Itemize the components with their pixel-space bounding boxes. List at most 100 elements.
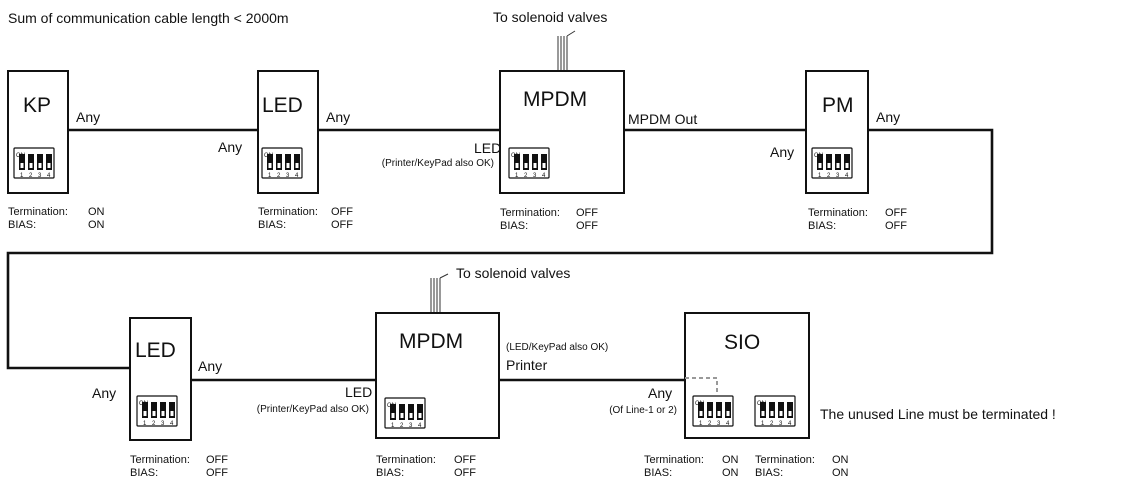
mpdm-port-right: MPDM Out — [628, 111, 697, 127]
dip-switch-line-2[interactable]: ON1234 — [754, 395, 796, 427]
dip-number-label: 1 — [818, 173, 822, 179]
dip-number-label: 3 — [161, 421, 165, 427]
mpdm-module-1: MPDM ON1234 — [499, 70, 625, 194]
svg-text:ON: ON — [88, 206, 105, 218]
dip-number-label: 2 — [152, 421, 156, 427]
dip-number-label: 1 — [391, 423, 395, 429]
pm-port-left: Any — [770, 144, 794, 160]
pm-module: PM ON1234 — [805, 70, 869, 194]
dip-number-label: 1 — [699, 421, 703, 427]
cable-length-note: Sum of communication cable length < 2000… — [8, 10, 289, 26]
svg-text:ON: ON — [722, 467, 739, 479]
dip-number-label: 2 — [400, 423, 404, 429]
dip-switch[interactable]: ON1234 — [811, 147, 853, 179]
dip-switch[interactable]: ON1234 — [508, 147, 550, 179]
svg-text:BIAS:: BIAS: — [755, 467, 783, 479]
dip-number-label: 3 — [38, 173, 42, 179]
dip-switch[interactable]: ON1234 — [136, 395, 178, 427]
dip-number-label: 4 — [726, 421, 730, 427]
led-settings-1: Termination: OFF BIAS: OFF — [258, 206, 353, 231]
mpdm-port-left-note: (Printer/KeyPad also OK) — [257, 404, 369, 415]
led-title: LED — [262, 94, 303, 117]
svg-text:Termination:: Termination: — [258, 206, 318, 218]
dip-number-label: 4 — [845, 173, 849, 179]
svg-text:OFF: OFF — [885, 207, 907, 219]
dip-number-label: 4 — [788, 421, 792, 427]
svg-text:OFF: OFF — [576, 220, 598, 232]
svg-text:BIAS:: BIAS: — [130, 467, 158, 479]
svg-text:Termination:: Termination: — [130, 454, 190, 466]
svg-text:OFF: OFF — [454, 454, 476, 466]
dip-number-label: 2 — [524, 173, 528, 179]
solenoid-label-bottom: To solenoid valves — [456, 265, 570, 281]
dip-number-label: 4 — [418, 423, 422, 429]
dip-number-label: 1 — [143, 421, 147, 427]
solenoid-label-top: To solenoid valves — [493, 9, 607, 25]
dip-switch-line-1[interactable]: ON1234 — [692, 395, 734, 427]
led-port-right: Any — [326, 109, 350, 125]
dip-number-label: 3 — [533, 173, 537, 179]
line-1-connection — [685, 377, 718, 392]
svg-text:Termination:: Termination: — [644, 454, 704, 466]
mpdm-port-left-note: (Printer/KeyPad also OK) — [382, 158, 494, 169]
kp-port-right: Any — [76, 109, 100, 125]
communication-cable — [6, 128, 994, 382]
pm-port-right: Any — [876, 109, 900, 125]
dip-number-label: 2 — [29, 173, 33, 179]
svg-text:ON: ON — [88, 219, 105, 231]
sio-port-left: Any — [648, 385, 672, 401]
dip-number-label: 1 — [761, 421, 765, 427]
svg-text:BIAS:: BIAS: — [500, 220, 528, 232]
dip-number-label: 4 — [295, 173, 299, 179]
dip-number-label: 3 — [286, 173, 290, 179]
svg-text:OFF: OFF — [331, 219, 353, 231]
svg-text:OFF: OFF — [454, 467, 476, 479]
dip-number-label: 1 — [268, 173, 272, 179]
dip-number-label: 2 — [770, 421, 774, 427]
dip-switch[interactable]: ON1234 — [261, 147, 303, 179]
svg-text:OFF: OFF — [331, 206, 353, 218]
svg-text:ON: ON — [832, 454, 849, 466]
mpdm-settings-1: Termination: OFF BIAS: OFF — [500, 207, 598, 232]
svg-text:Termination:: Termination: — [808, 207, 868, 219]
led-module-2: LED ON1234 — [129, 317, 192, 441]
led-port-left: Any — [92, 385, 116, 401]
svg-text:Termination:: Termination: — [376, 454, 436, 466]
svg-text:OFF: OFF — [206, 467, 228, 479]
dip-number-label: 4 — [542, 173, 546, 179]
sio-port-left-note: (Of Line-1 or 2) — [609, 405, 677, 416]
dip-number-label: 2 — [277, 173, 281, 179]
mpdm-port-right-note: (LED/KeyPad also OK) — [506, 342, 608, 353]
mpdm-title: MPDM — [523, 88, 587, 111]
sio-module: SIO ON1234 ON1234 — [684, 312, 810, 439]
sio-settings-line-1: Termination: ON BIAS: ON — [644, 454, 739, 479]
kp-module: KP ON1234 — [7, 70, 69, 194]
dip-number-label: 3 — [409, 423, 413, 429]
dip-number-label: 4 — [47, 173, 51, 179]
dip-switch[interactable]: ON1234 — [13, 147, 55, 179]
dip-number-label: 3 — [779, 421, 783, 427]
svg-text:OFF: OFF — [576, 207, 598, 219]
svg-text:BIAS:: BIAS: — [376, 467, 404, 479]
dip-number-label: 1 — [20, 173, 24, 179]
solenoid-wires-top — [557, 30, 576, 71]
dip-number-label: 4 — [170, 421, 174, 427]
kp-settings: Termination: ON BIAS: ON — [8, 206, 105, 231]
unused-line-note: The unused Line must be terminated ! — [820, 406, 1056, 422]
led-settings-2: Termination: OFF BIAS: OFF — [130, 454, 228, 479]
led-port-right: Any — [198, 358, 222, 374]
svg-text:Termination:: Termination: — [755, 454, 815, 466]
mpdm-port-left: LED — [474, 140, 501, 156]
svg-text:Termination:: Termination: — [500, 207, 560, 219]
led-title: LED — [135, 339, 176, 362]
kp-title: KP — [23, 94, 51, 117]
svg-text:BIAS:: BIAS: — [644, 467, 672, 479]
svg-text:BIAS:: BIAS: — [808, 220, 836, 232]
dip-switch[interactable]: ON1234 — [384, 397, 426, 429]
dip-number-label: 1 — [515, 173, 519, 179]
led-module-1: LED ON1234 — [257, 70, 319, 194]
svg-text:BIAS:: BIAS: — [8, 219, 36, 231]
mpdm-port-left: LED — [345, 384, 372, 400]
svg-text:Termination:: Termination: — [8, 206, 68, 218]
